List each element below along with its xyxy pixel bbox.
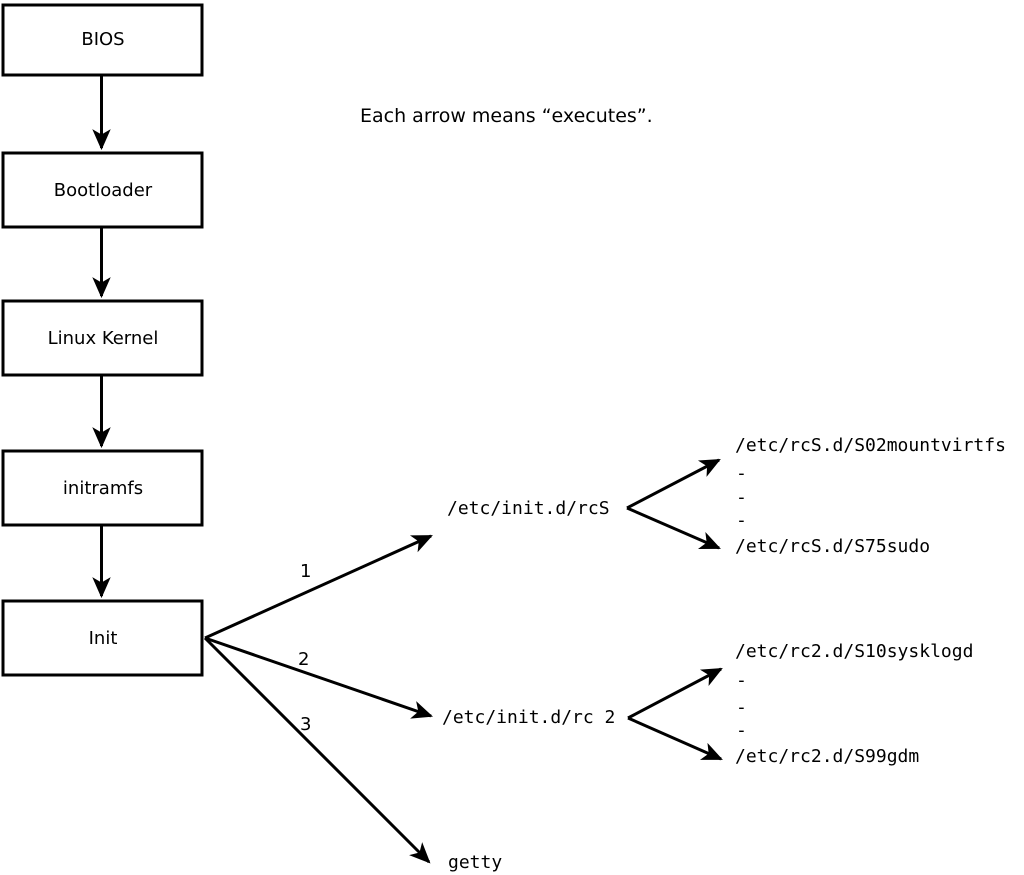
rcs-script-last: /etc/rcS.d/S75sudo: [735, 536, 930, 557]
fan-label-1: 1: [300, 561, 311, 582]
fan-label-3: 3: [300, 714, 311, 735]
rc2-script-first: /etc/rc2.d/S10sysklogd: [735, 641, 973, 662]
arrow-init-to-rc2-icon: [204, 636, 433, 719]
rc2-script-dash-2: -: [736, 697, 747, 718]
bootloader-label: Bootloader: [54, 180, 153, 201]
getty-label: getty: [448, 852, 502, 873]
initramfs-box: [1, 449, 204, 527]
bios-label: BIOS: [81, 29, 124, 50]
init-box: [1, 599, 204, 677]
arrow-rc2-to-s10-icon: [627, 667, 723, 720]
rcs-script-dash-2: -: [736, 487, 747, 508]
bootloader-box: [1, 151, 204, 229]
linux-kernel-node: Linux Kernel: [1, 299, 204, 377]
linux-kernel-label: Linux Kernel: [48, 328, 159, 349]
initramfs-label: initramfs: [63, 478, 143, 499]
bootloader-node: Bootloader: [1, 151, 204, 229]
init-label: Init: [89, 628, 118, 649]
bios-node: BIOS: [1, 3, 204, 77]
rc2-script-dash-1: -: [736, 670, 747, 691]
rc2-script-dash-3: -: [736, 720, 747, 741]
arrow-init-to-getty-icon: [203, 636, 431, 864]
initramfs-node: initramfs: [1, 449, 204, 527]
bios-box: [1, 3, 204, 77]
arrow-rcs-to-s02-icon: [626, 458, 721, 510]
arrow-rcs-to-s75-icon: [626, 506, 721, 550]
rcs-label: /etc/init.d/rcS: [447, 498, 610, 519]
rcs-script-dash-3: -: [736, 510, 747, 531]
rc2-label: /etc/init.d/rc 2: [442, 707, 615, 728]
arrow-rc2-to-s99-icon: [627, 716, 723, 761]
init-node: Init: [1, 599, 204, 677]
arrow-init-to-rcs-icon: [204, 534, 433, 640]
rcs-script-dash-1: -: [736, 463, 747, 484]
note-text: Each arrow means “executes”.: [360, 105, 653, 127]
linux-kernel-box: [1, 299, 204, 377]
rc2-script-last: /etc/rc2.d/S99gdm: [735, 746, 919, 767]
fan-label-2: 2: [298, 649, 309, 670]
rcs-script-first: /etc/rcS.d/S02mountvirtfs: [735, 435, 1006, 456]
